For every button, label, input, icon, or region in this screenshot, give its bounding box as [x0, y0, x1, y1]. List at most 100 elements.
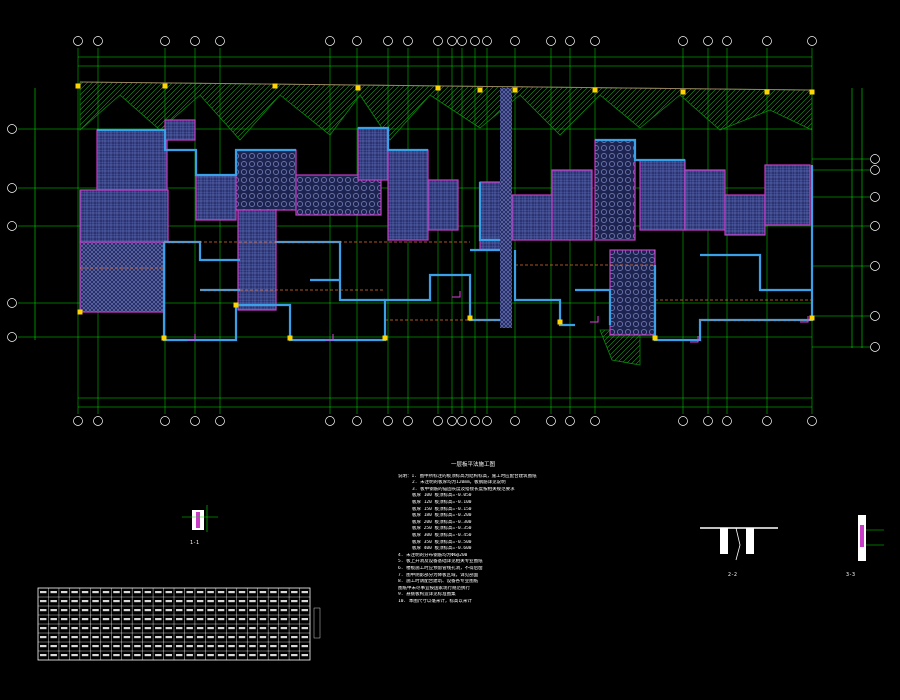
axis-bubble-icon	[762, 36, 772, 46]
table-cell	[81, 600, 89, 603]
table-cell	[102, 600, 110, 603]
axis-bubble-icon	[870, 192, 880, 202]
table-cell	[186, 645, 193, 648]
note-line: 板厚 180 板顶标高=-0.200	[412, 513, 472, 519]
table-cell	[238, 654, 246, 657]
table-cell	[207, 654, 214, 657]
table-cell	[165, 654, 172, 657]
table-cell	[270, 591, 277, 594]
columns	[75, 83, 815, 341]
table-cell	[165, 591, 172, 594]
table-cell	[176, 627, 183, 630]
table-cell	[301, 591, 308, 594]
table-cell	[280, 609, 288, 612]
table-cell	[40, 627, 47, 630]
axis-bubble-icon	[703, 416, 713, 426]
axis-bubble-icon	[870, 154, 880, 164]
table-cell	[186, 591, 193, 594]
table-cell	[301, 654, 308, 657]
table-cell	[40, 600, 47, 603]
table-cell	[249, 600, 256, 603]
note-line: 10. 本图尺寸以毫米计，标高以米计	[398, 598, 472, 604]
table-side-label	[313, 607, 321, 639]
axis-bubble-icon	[546, 36, 556, 46]
table-cell	[249, 591, 256, 594]
table-cell	[155, 591, 162, 594]
axis-bubble-icon	[590, 36, 600, 46]
table-cell	[165, 600, 172, 603]
axis-bubble-icon	[762, 416, 772, 426]
table-cell	[186, 654, 193, 657]
table-cell	[102, 654, 110, 657]
axis-bubble-icon	[470, 416, 480, 426]
axis-bubble-icon	[7, 298, 17, 308]
table-cell	[144, 600, 152, 603]
table-cell	[165, 627, 172, 630]
axis-bubble-icon	[457, 416, 467, 426]
axis-bubble-icon	[457, 36, 467, 46]
table-cell	[165, 636, 172, 639]
table-cell	[92, 600, 99, 603]
axis-bubble-icon	[565, 36, 575, 46]
table-cell	[165, 618, 172, 621]
table-cell	[71, 609, 78, 612]
axis-bubble-icon	[93, 416, 103, 426]
table-cell	[81, 609, 89, 612]
axis-bubble-icon	[870, 311, 880, 321]
svg-text:3-3: 3-3	[846, 572, 855, 578]
axis-bubble-icon	[546, 416, 556, 426]
table-cell	[92, 618, 99, 621]
column	[77, 309, 83, 315]
axis-bubble-icon	[403, 36, 413, 46]
axis-bubble-icon	[678, 36, 688, 46]
axis-bubble-icon	[352, 416, 362, 426]
note-line: 说明：1. 图中所标注的板顶标高为结构标高，施工时应配合建筑图纸	[398, 473, 537, 479]
table-cell	[228, 654, 235, 657]
svg-text:2-2: 2-2	[728, 572, 737, 578]
axis-bubble-icon	[7, 221, 17, 231]
table-cell	[144, 591, 152, 594]
table-cell	[71, 636, 78, 639]
table-cell	[238, 645, 246, 648]
table-cell	[259, 609, 267, 612]
table-cell	[217, 654, 225, 657]
table-cell	[196, 618, 204, 621]
table-cell	[81, 591, 89, 594]
table-cell	[81, 636, 89, 639]
table-cell	[176, 618, 183, 621]
svg-text:1-1: 1-1	[190, 540, 199, 546]
table-cell	[134, 591, 141, 594]
table-cell	[207, 645, 214, 648]
table-cell	[155, 654, 162, 657]
axis-bubble-icon	[325, 36, 335, 46]
table-cell	[92, 645, 99, 648]
section-detail-left: 1-1	[182, 505, 218, 546]
walls	[97, 126, 814, 342]
table-cell	[102, 627, 110, 630]
table-cell	[134, 618, 141, 621]
column	[272, 83, 278, 89]
table-cell	[155, 609, 162, 612]
axis-bubble-icon	[73, 36, 83, 46]
table-cell	[123, 654, 131, 657]
table-cell	[196, 645, 204, 648]
table-cell	[228, 645, 235, 648]
table-cell	[186, 627, 193, 630]
table-cell	[301, 600, 308, 603]
note-line: 5. 板上开洞及设备基础详见相关专业图纸	[398, 559, 483, 565]
note-line: 板厚 100 板顶标高=-0.050	[412, 493, 472, 499]
table-cell	[155, 645, 162, 648]
axis-bubble-icon	[352, 36, 362, 46]
table-cell	[60, 645, 68, 648]
column	[287, 335, 293, 341]
table-cell	[144, 654, 152, 657]
table-cell	[270, 618, 277, 621]
table-cell	[102, 645, 110, 648]
table-cell	[259, 645, 267, 648]
table-cell	[144, 618, 152, 621]
table-cell	[40, 645, 47, 648]
table-cell	[291, 636, 298, 639]
note-line: 3. 板中钢筋的锚固长度及搭接长度按相关规范要求	[412, 486, 515, 492]
table-cell	[155, 636, 162, 639]
axis-bubble-icon	[160, 36, 170, 46]
